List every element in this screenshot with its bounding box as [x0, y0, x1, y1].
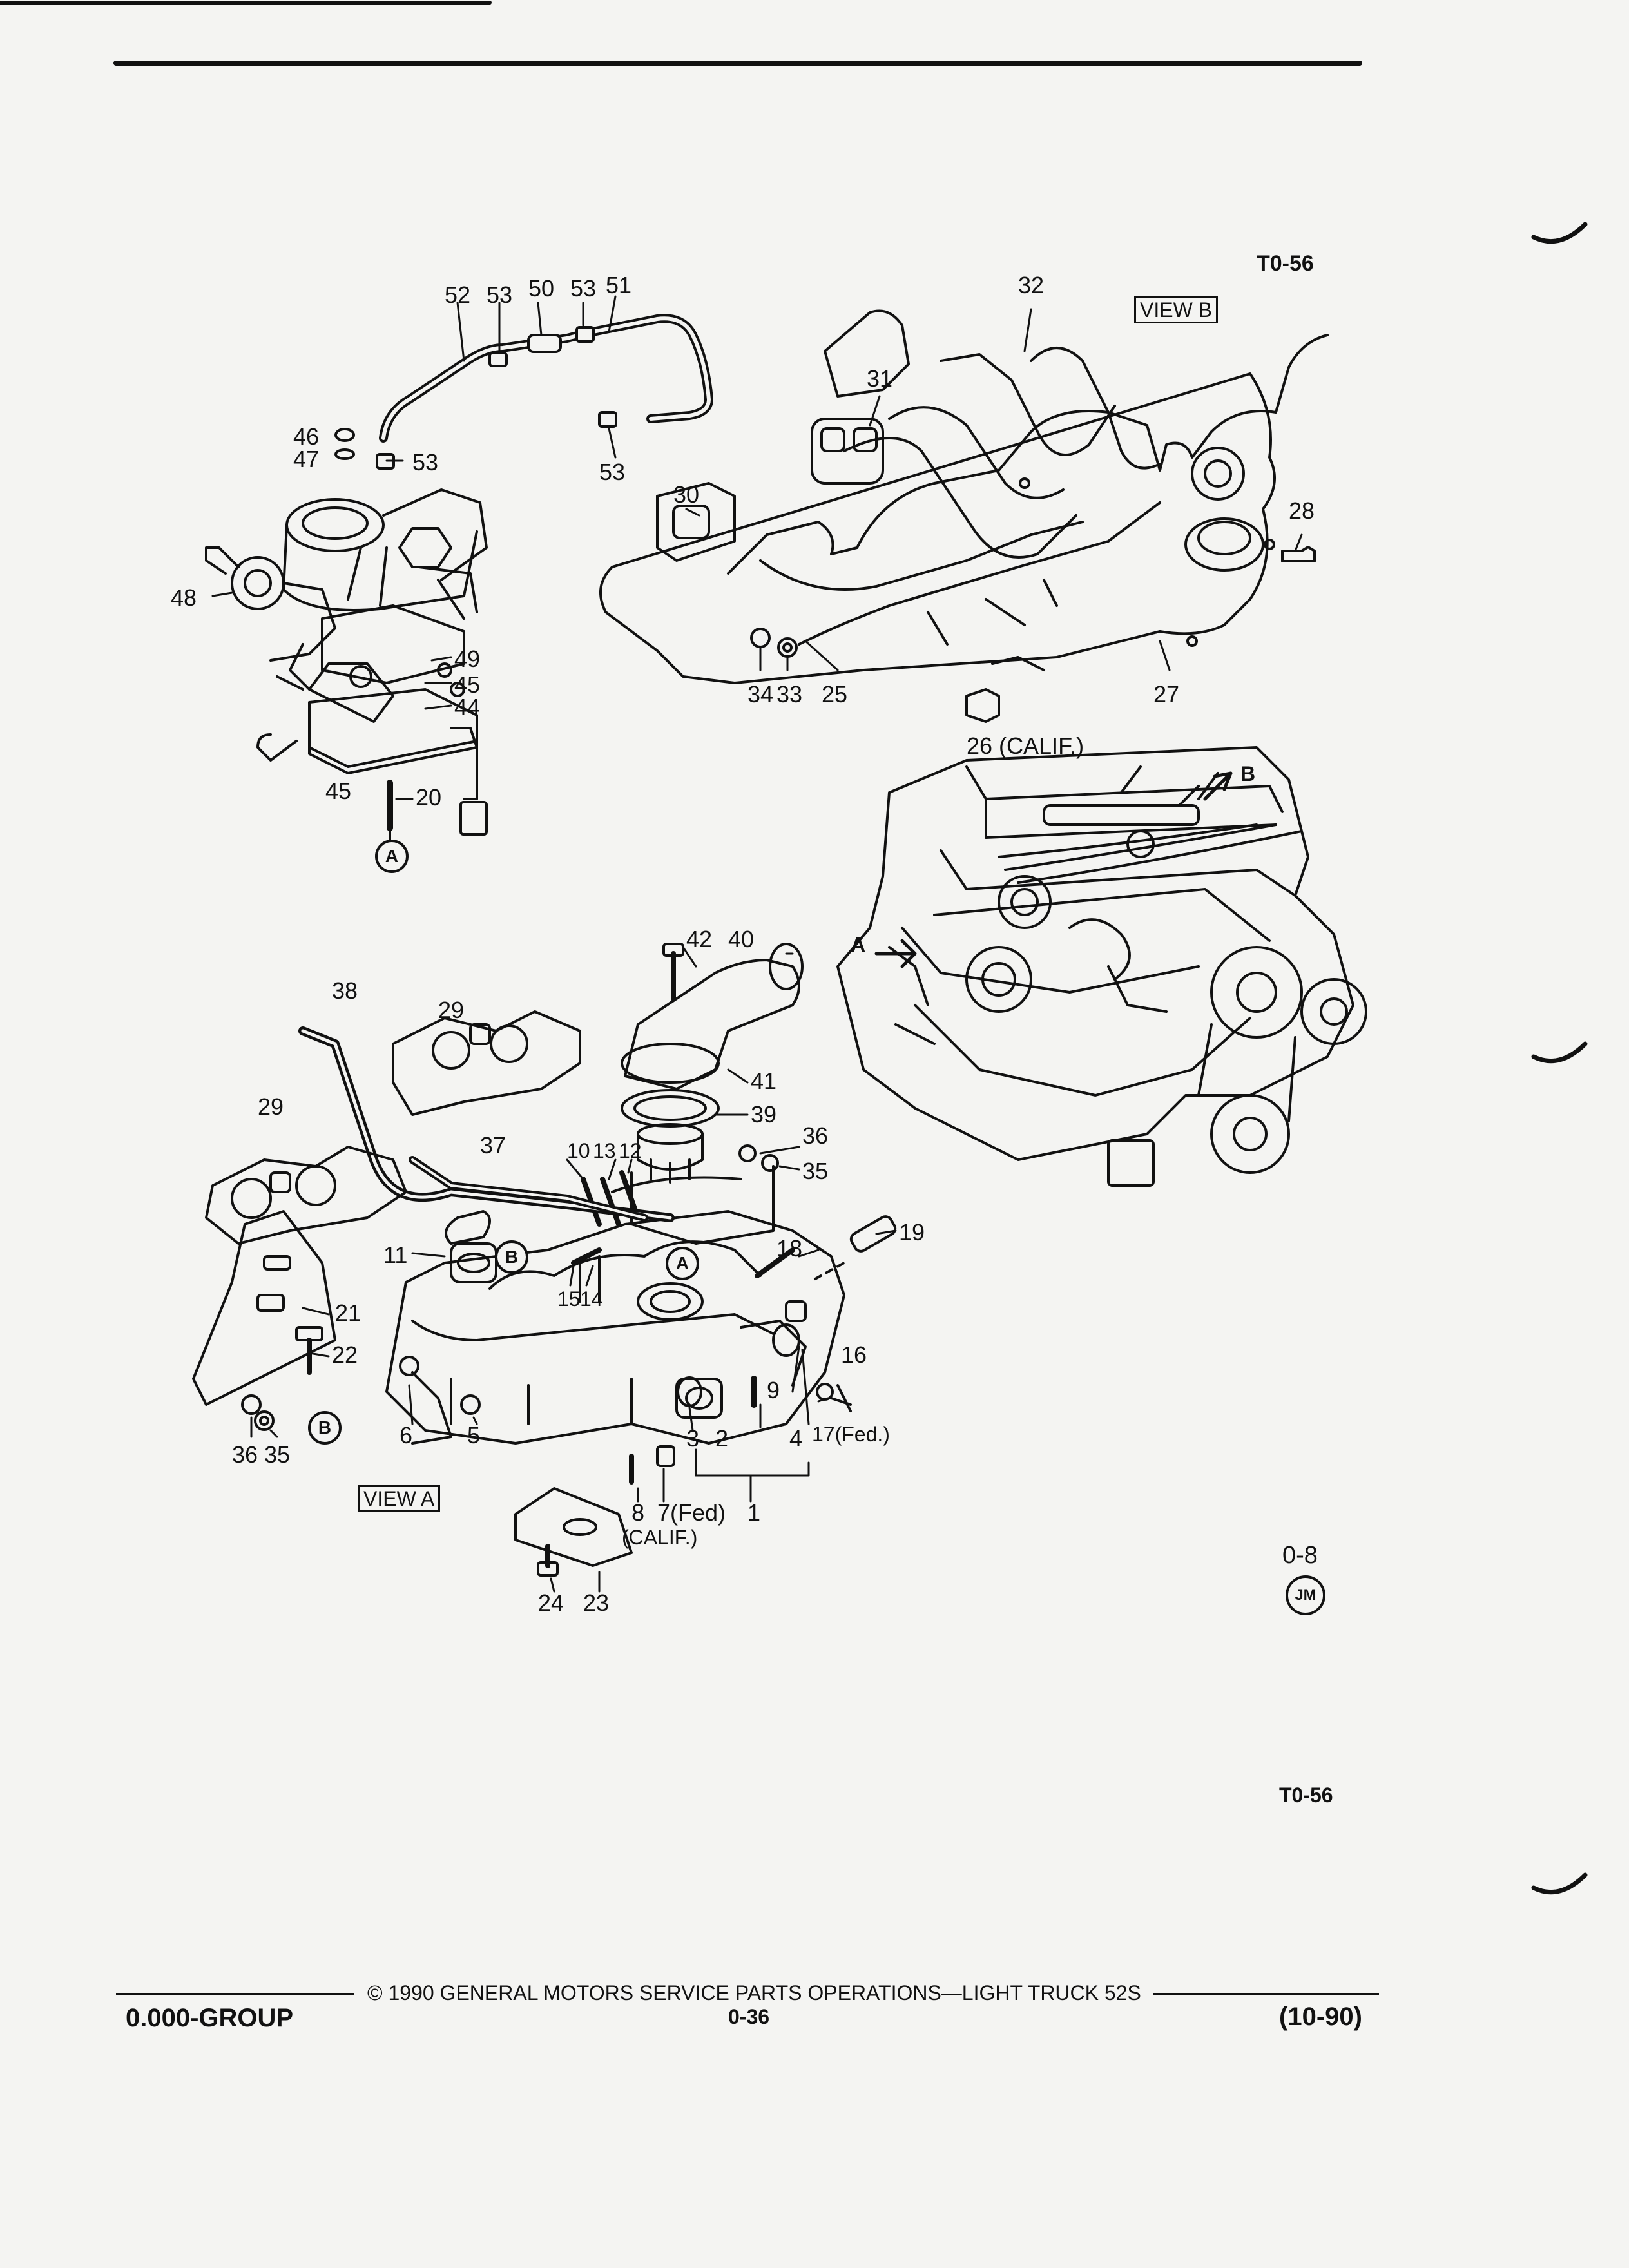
carburetor: [205, 488, 488, 836]
callout-15: 15: [557, 1287, 581, 1311]
callout-28: 28: [1289, 497, 1315, 524]
footer-copyright: © 1990 GENERAL MOTORS SERVICE PARTS OPER…: [367, 1981, 1141, 2004]
callout-40: 40: [728, 926, 755, 952]
callout-35: 35: [802, 1158, 829, 1184]
binding-mark: [1531, 1872, 1588, 1895]
callout-46: 46: [293, 423, 320, 450]
footer-page-number: 0-36: [728, 2005, 770, 2028]
callout-11: 11: [383, 1242, 408, 1268]
callout-34: 34: [747, 681, 774, 707]
intake-manifold: [385, 1165, 845, 1445]
callout-31: 31: [867, 365, 893, 392]
callout-21: 21: [335, 1300, 361, 1326]
callout-7-fed: 7(Fed): [657, 1499, 726, 1526]
callout-37: 37: [480, 1132, 506, 1158]
binding-mark: [1531, 1041, 1588, 1064]
ref-mark-b: B: [495, 1240, 528, 1274]
callout-41: 41: [751, 1068, 777, 1094]
intake-gasket-upper: [392, 1010, 581, 1116]
callout-32: 32: [1018, 272, 1045, 298]
callout-19: 19: [899, 1219, 925, 1245]
callout-35: 35: [264, 1441, 291, 1468]
callout-18: 18: [776, 1235, 803, 1262]
jm-badge: JM: [1286, 1575, 1325, 1615]
callout-22: 22: [332, 1341, 358, 1368]
callout-47: 47: [293, 446, 320, 472]
intake-gasket-lower: [205, 1146, 407, 1245]
callout-27: 27: [1153, 681, 1180, 707]
callout-12: 12: [619, 1139, 642, 1162]
callout-24: 24: [538, 1590, 564, 1616]
callout-38: 38: [332, 977, 358, 1004]
view-a-label: VIEW A: [358, 1485, 441, 1512]
callout-6: 6: [400, 1422, 413, 1448]
section-ref: 0-8: [1282, 1542, 1318, 1569]
callout-5: 5: [467, 1422, 481, 1448]
support-bracket: [192, 1210, 336, 1431]
callout-44: 44: [454, 694, 481, 720]
callout-1: 1: [747, 1499, 761, 1526]
ref-mark-b: B: [308, 1411, 342, 1445]
callout-53: 53: [599, 459, 626, 485]
engine-arrow-a-label: A: [851, 933, 866, 956]
callout-53: 53: [570, 275, 597, 302]
callout-29: 29: [258, 1093, 284, 1120]
callout-16: 16: [841, 1341, 867, 1368]
callout-49: 49: [454, 646, 481, 672]
callout-29: 29: [438, 997, 465, 1023]
ref-mark-a: A: [666, 1247, 699, 1280]
callout-14: 14: [580, 1287, 603, 1311]
callout-9: 9: [767, 1377, 780, 1403]
sheet-code-bottom: T0-56: [1279, 1783, 1333, 1807]
engine-assembly: [836, 746, 1367, 1187]
callout-45: 45: [325, 778, 352, 804]
callout-23: 23: [583, 1590, 610, 1616]
callout-50: 50: [528, 275, 555, 302]
callout-39: 39: [751, 1101, 777, 1128]
engine-arrow-b-label: B: [1240, 762, 1256, 785]
callout-26-calif: 26 (CALIF.): [967, 733, 1084, 759]
callout-52: 52: [445, 282, 471, 308]
callout-51: 51: [606, 272, 632, 298]
callout-53: 53: [412, 449, 439, 476]
callout-13: 13: [593, 1139, 616, 1162]
callout-53: 53: [487, 282, 513, 308]
callout-48: 48: [171, 584, 197, 611]
callout-20: 20: [416, 784, 442, 811]
sheet-code-top: T0-56: [1257, 251, 1314, 276]
footer-date: (10-90): [1279, 2003, 1362, 2031]
callout-8: 8: [631, 1499, 645, 1526]
callout-25: 25: [822, 681, 848, 707]
calif-note: (CALIF.): [622, 1526, 698, 1549]
callout-36: 36: [802, 1122, 829, 1149]
callout-17-fed: 17(Fed.): [812, 1423, 890, 1446]
ref-mark-a: A: [375, 840, 409, 873]
lower-bracket: [514, 1487, 633, 1577]
callout-4: 4: [789, 1425, 803, 1452]
callout-10: 10: [567, 1139, 590, 1162]
callout-42: 42: [686, 926, 713, 952]
callout-2: 2: [715, 1425, 729, 1452]
footer-group: 0.000-GROUP: [126, 2004, 294, 2032]
view-b-label: VIEW B: [1134, 296, 1219, 323]
exhaust-manifold: [599, 309, 1329, 684]
callout-36: 36: [232, 1441, 258, 1468]
vacuum-hose-assembly: [334, 314, 713, 470]
callout-33: 33: [776, 681, 803, 707]
binding-mark: [1531, 222, 1588, 244]
callout-3: 3: [686, 1425, 700, 1452]
callout-30: 30: [673, 481, 700, 508]
thermostat-housing: [621, 943, 804, 1184]
callout-45: 45: [454, 671, 481, 698]
